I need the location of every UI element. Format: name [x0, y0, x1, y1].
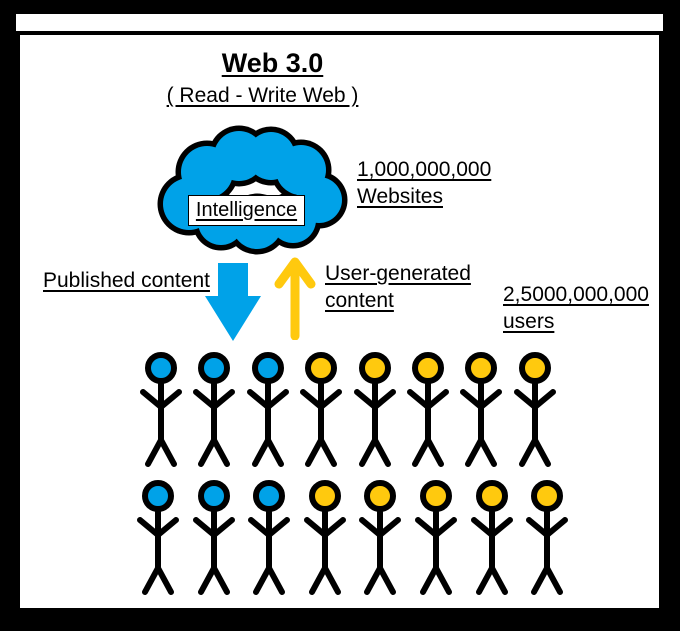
- users-row-1: [0, 352, 680, 470]
- figure-head: [305, 352, 338, 384]
- figure-head: [142, 480, 174, 512]
- websites-stat: 1,000,000,000 Websites: [357, 156, 491, 210]
- stick-figure: [513, 352, 556, 467]
- users-row-2: [0, 480, 680, 598]
- users-count: 2,5000,000,000: [503, 283, 649, 306]
- users-label: users: [503, 310, 555, 333]
- figure-body: [246, 381, 289, 467]
- cloud-label-box: Intelligence: [188, 195, 305, 226]
- stick-figure: [246, 352, 289, 467]
- figure-head: [420, 480, 452, 512]
- figure-body: [359, 509, 402, 595]
- published-content-label: Published content: [43, 269, 210, 292]
- figure-head: [465, 352, 498, 384]
- stick-figure: [193, 352, 236, 467]
- stick-figure: [137, 480, 179, 595]
- stick-figure: [407, 352, 449, 467]
- figure-body: [303, 509, 346, 595]
- stick-figure: [415, 480, 457, 595]
- cloud-icon: [157, 125, 348, 255]
- figure-body: [415, 509, 457, 595]
- figure-body: [193, 381, 236, 467]
- users-stat: 2,5000,000,000 users: [503, 281, 649, 335]
- cloud-label: Intelligence: [195, 199, 298, 221]
- figure-head: [251, 352, 284, 384]
- stick-figure: [353, 352, 396, 467]
- user-generated-label: User-generated content: [325, 260, 471, 314]
- figure-body: [353, 381, 396, 467]
- stick-figure: [192, 480, 235, 595]
- page-title: Web 3.0: [221, 48, 324, 78]
- figure-head: [145, 352, 177, 384]
- user-generated-label-line1: User-generated: [325, 262, 471, 285]
- figure-head: [198, 352, 231, 384]
- figure-head: [197, 480, 230, 512]
- stick-figure: [470, 480, 513, 595]
- figure-body: [470, 509, 513, 595]
- figure-head: [518, 352, 551, 384]
- figure-head: [412, 352, 444, 384]
- page-subtitle: ( Read - Write Web ): [166, 84, 359, 107]
- websites-count: 1,000,000,000: [357, 158, 492, 181]
- stick-figure: [460, 352, 503, 467]
- stick-figure: [140, 352, 182, 467]
- websites-label: Websites: [357, 185, 443, 208]
- figure-body: [460, 381, 503, 467]
- figure-head: [475, 480, 508, 512]
- figure-body: [137, 509, 179, 595]
- stick-figure: [248, 480, 291, 595]
- figure-body: [248, 509, 291, 595]
- figure-head: [308, 480, 341, 512]
- stick-figure: [526, 480, 569, 595]
- figure-head: [358, 352, 391, 384]
- figure-body: [300, 381, 343, 467]
- figure-body: [526, 509, 569, 595]
- figure-head: [364, 480, 397, 512]
- top-gap-strip: [16, 14, 663, 32]
- figure-head: [531, 480, 564, 512]
- stick-figure: [300, 352, 343, 467]
- figure-head: [253, 480, 286, 512]
- up-arrow-icon: [274, 257, 316, 340]
- stick-figure: [303, 480, 346, 595]
- stick-figure: [359, 480, 402, 595]
- down-arrow-icon: [205, 263, 261, 341]
- figure-body: [140, 381, 182, 467]
- user-generated-label-line2: content: [325, 289, 394, 312]
- figure-body: [513, 381, 556, 467]
- figure-body: [192, 509, 235, 595]
- diagram-border-frame: [16, 31, 663, 612]
- figure-body: [407, 381, 449, 467]
